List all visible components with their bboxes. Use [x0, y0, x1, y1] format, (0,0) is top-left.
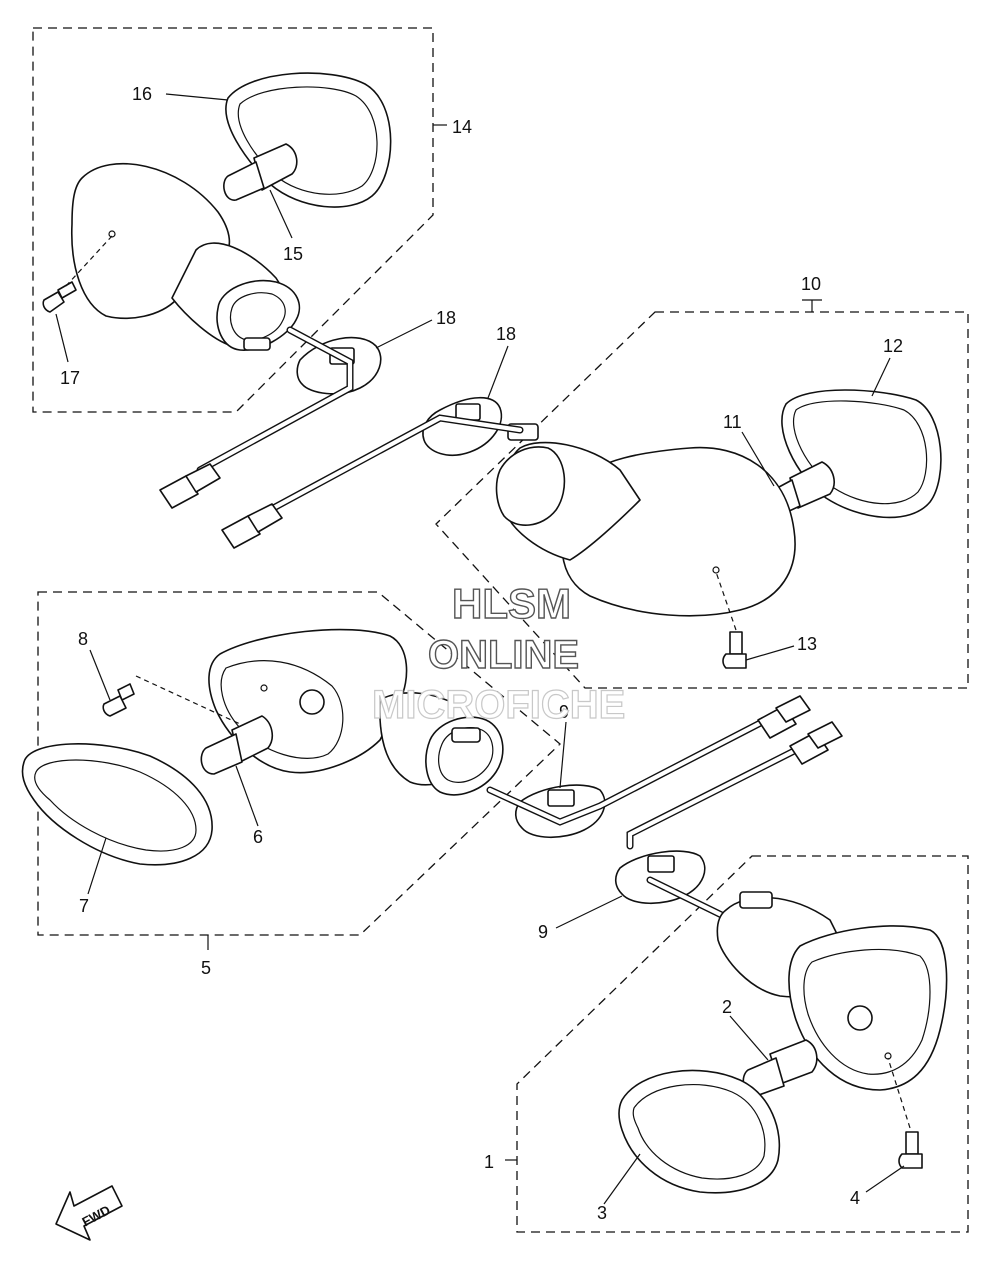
callout-3: 3: [597, 1203, 607, 1223]
screw-part-8: [102, 675, 268, 725]
callout-18-right: 18: [496, 324, 516, 344]
callout-2: 2: [722, 997, 732, 1017]
screw-part-13: [712, 566, 747, 669]
assembly-1-boundary: [516, 855, 969, 1233]
callout-7: 7: [79, 896, 89, 916]
callout-4: 4: [850, 1188, 860, 1208]
callout-18-left: 18: [436, 308, 456, 328]
assembly-14-boundary: [32, 27, 434, 413]
housing-part-14: [71, 162, 301, 351]
bulb-part-15: [223, 143, 298, 201]
watermark-line-1: HLSM: [452, 580, 571, 627]
assembly-5-boundary: [37, 591, 561, 936]
watermark-line-2: ONLINE: [428, 633, 579, 677]
callout-9-lower: 9: [538, 922, 548, 942]
watermark-line-3: MICROFICHE: [372, 683, 625, 727]
assembly-10-boundary: [435, 311, 969, 689]
callout-1: 1: [484, 1152, 494, 1172]
screw-part-4: [884, 1052, 923, 1169]
bulb-part-6: [200, 715, 274, 775]
socket-part-9-lower: [614, 850, 706, 905]
callout-13: 13: [797, 634, 817, 654]
callout-9-upper: 9: [559, 702, 569, 722]
callout-12: 12: [883, 336, 903, 356]
connector-right-lower: [789, 721, 843, 765]
watermark: HLSM ONLINE MICROFICHE: [371, 579, 626, 727]
callout-5: 5: [201, 958, 211, 978]
callout-11: 11: [723, 412, 742, 432]
connector-left-upper: [159, 463, 221, 509]
screw-part-17: [42, 230, 116, 313]
lens-part-3: [618, 1069, 781, 1194]
callout-15: 15: [283, 244, 303, 264]
lens-part-7: [21, 743, 213, 866]
socket-part-9-upper: [514, 784, 606, 839]
socket-part-18-right: [422, 397, 503, 456]
connector-right-upper: [757, 695, 811, 739]
callout-6: 6: [253, 827, 263, 847]
forward-direction-arrow: FWD: [55, 1185, 123, 1241]
bulb-part-2: [742, 1039, 818, 1097]
callout-10: 10: [801, 274, 821, 294]
socket-part-18-left: [296, 336, 382, 395]
callout-14: 14: [452, 117, 472, 137]
callout-16: 16: [132, 84, 152, 104]
callout-8: 8: [78, 629, 88, 649]
callout-17: 17: [60, 368, 80, 388]
housing-part-1: [716, 891, 948, 1091]
connector-left-lower: [221, 503, 283, 549]
